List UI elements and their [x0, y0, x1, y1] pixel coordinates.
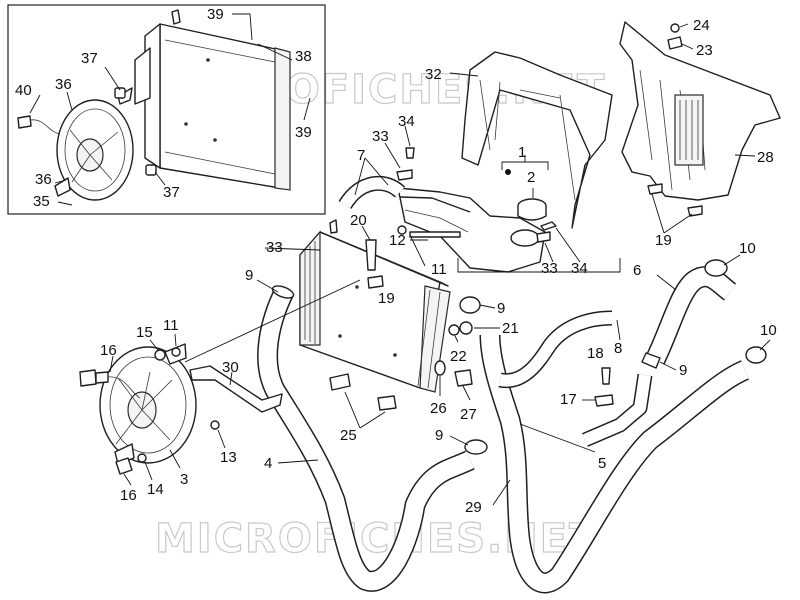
callout-39-inset-right: 39 — [295, 124, 312, 141]
nut-11-fan — [171, 347, 181, 357]
callout-29: 29 — [465, 499, 482, 516]
radiator-cap — [517, 198, 547, 221]
callout-32: 32 — [425, 66, 442, 83]
callout-22: 22 — [450, 348, 467, 365]
tank-neck — [510, 229, 540, 247]
center-shroud-panel — [461, 51, 613, 229]
main-radiator — [299, 219, 451, 393]
callout-17: 17 — [560, 391, 577, 408]
callout-8: 8 — [614, 340, 622, 357]
callout-9-center: 9 — [497, 300, 505, 317]
callout-3: 3 — [180, 471, 188, 488]
clip-17 — [594, 394, 614, 407]
clamp-10-top — [704, 259, 728, 277]
callout-23: 23 — [696, 42, 713, 59]
clamp-9-right — [641, 352, 661, 369]
temp-sender-27 — [454, 369, 473, 387]
callout-10-top: 10 — [739, 240, 756, 257]
callout-21: 21 — [502, 320, 519, 337]
callout-34-top: 34 — [398, 113, 415, 130]
inset-connector — [17, 115, 32, 129]
callout-1: 1 — [518, 144, 526, 161]
callout-36-inset-top: 36 — [55, 76, 72, 93]
inset-bracket — [134, 47, 151, 105]
bolt-12 — [409, 231, 461, 238]
inset-radiator — [144, 9, 291, 191]
washer-22 — [448, 324, 460, 336]
callout-2: 2 — [527, 169, 535, 186]
callout-26: 26 — [430, 400, 447, 417]
spacer-16-bottom — [115, 457, 133, 475]
screw-34-top — [405, 147, 415, 159]
callout-13: 13 — [220, 449, 237, 466]
callout-6: 6 — [633, 262, 641, 279]
callout-20: 20 — [350, 212, 367, 229]
mount-25-left — [329, 373, 351, 391]
cooling-fan — [99, 343, 197, 465]
callout-36-inset-bottom: 36 — [35, 171, 52, 188]
callout-16-top: 16 — [100, 342, 117, 359]
screw-13 — [210, 420, 220, 430]
washer-21 — [459, 321, 473, 335]
washer-11 — [397, 225, 407, 235]
inset-spacer-1 — [114, 87, 126, 99]
callout-5: 5 — [598, 455, 606, 472]
callout-33-top: 33 — [372, 128, 389, 145]
clamp-9-left — [271, 285, 295, 299]
callout-19-shroud: 19 — [655, 232, 672, 249]
callout-38: 38 — [295, 48, 312, 65]
mount-25-right — [377, 395, 397, 411]
screw-18 — [601, 367, 611, 385]
clip-33-top — [396, 169, 413, 181]
callout-15: 15 — [136, 324, 153, 341]
screw-34-right — [540, 221, 557, 231]
callout-39-inset-top: 39 — [207, 6, 224, 23]
callout-4: 4 — [264, 455, 272, 472]
screw-24 — [670, 23, 680, 33]
callout-7: 7 — [357, 147, 365, 164]
callout-12: 12 — [389, 232, 406, 249]
callout-9-left: 9 — [245, 267, 253, 284]
callout-30: 30 — [222, 359, 239, 376]
callout-14: 14 — [147, 481, 164, 498]
detail-inset: 39 38 39 37 37 40 36 36 35 — [7, 4, 326, 215]
callout-37-inset-top: 37 — [81, 50, 98, 67]
callout-9-right: 9 — [679, 362, 687, 379]
callout-27: 27 — [460, 406, 477, 423]
washer-14 — [137, 453, 147, 463]
callout-24: 24 — [693, 17, 710, 34]
clip-19-radiator — [367, 275, 384, 289]
shroud-clip-23 — [667, 36, 683, 50]
callout-33-radiator: 33 — [266, 239, 283, 256]
callout-34-right: 34 — [571, 260, 588, 277]
inset-fan — [54, 87, 134, 201]
callout-28: 28 — [757, 149, 774, 166]
callout-25: 25 — [340, 427, 357, 444]
callout-40: 40 — [15, 82, 32, 99]
callout-11-tank: 11 — [431, 261, 447, 278]
callout-35: 35 — [33, 193, 50, 210]
callout-18: 18 — [587, 345, 604, 362]
callout-19-radiator: 19 — [378, 290, 395, 307]
callout-11-fan: 11 — [163, 317, 179, 334]
fan-bracket-30 — [189, 365, 283, 413]
clamp-9-bottom — [464, 439, 488, 455]
callout-16-bottom: 16 — [120, 487, 137, 504]
clamp-9-center — [459, 296, 481, 314]
cap-marker — [505, 169, 511, 175]
inset-frame — [7, 4, 326, 215]
callout-10-right: 10 — [760, 322, 777, 339]
connector-16 — [79, 369, 97, 387]
callout-9-bottom: 9 — [435, 427, 443, 444]
inset-spacer-2 — [145, 164, 157, 176]
callout-37-inset-bottom: 37 — [163, 184, 180, 201]
washer-15 — [154, 349, 166, 361]
pin-20 — [365, 239, 377, 271]
shroud-grille — [674, 94, 704, 166]
clip-33-right — [536, 231, 551, 243]
callout-33-right: 33 — [541, 260, 558, 277]
washer-26 — [434, 360, 446, 376]
clamp-10-right — [745, 346, 767, 364]
